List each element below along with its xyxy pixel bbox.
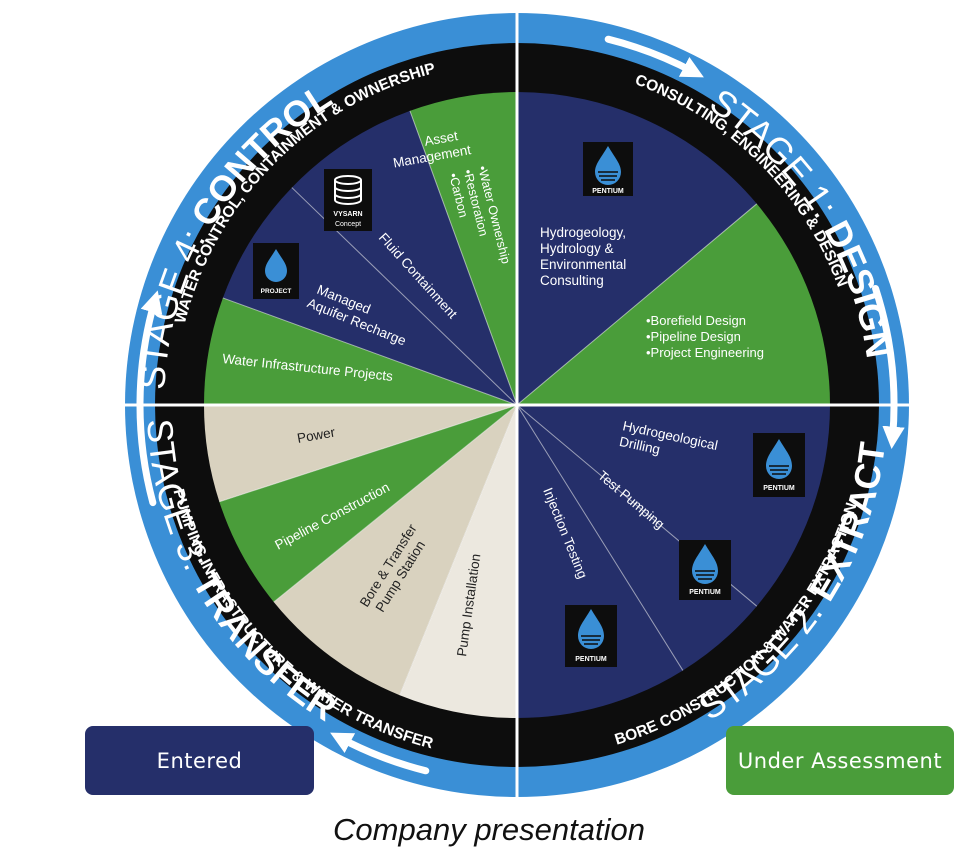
- wedge-water-infrastructure: [204, 297, 517, 405]
- database-icon: [334, 180, 362, 205]
- pentium-test-pumping-logo-1: PENTIUM: [679, 540, 731, 600]
- design-list: •Borefield Design •Pipeline Design •Proj…: [646, 313, 764, 360]
- svg-text:PENTIUM: PENTIUM: [689, 589, 721, 596]
- svg-text:VYSARN: VYSARN: [333, 211, 362, 218]
- pentium-water-logo: PENTIUM: [583, 142, 633, 196]
- caption: Company presentation: [333, 812, 645, 847]
- wedge-divider: [516, 203, 758, 406]
- wedge-divider: [516, 404, 684, 671]
- svg-text:PROJECT: PROJECT: [261, 288, 292, 295]
- wedge-design: [517, 203, 830, 405]
- wedge-managed-aquifer: [222, 187, 517, 405]
- wedge-pipeline-construction: [219, 405, 517, 602]
- water-drop-icon: [692, 544, 718, 584]
- wedge-asset-management: [409, 92, 517, 405]
- hydro-consulting-label: Hydrogeology, Hydrology & Environmental …: [540, 225, 630, 288]
- svg-text:PENTIUM: PENTIUM: [763, 485, 795, 492]
- wedge-hydro-drilling: [517, 405, 831, 607]
- svg-text:PENTIUM: PENTIUM: [592, 188, 624, 195]
- project-engineering-logo: PROJECT: [253, 243, 299, 299]
- pentium-hydro-logo: PENTIUM: [753, 433, 805, 497]
- vysarn-logo: VYSARN Concept: [324, 169, 372, 231]
- water-drop-icon: [265, 249, 287, 282]
- arrow-bottom-icon: [330, 732, 430, 775]
- arrow-right-icon: [872, 285, 905, 450]
- svg-text:Concept: Concept: [335, 221, 361, 228]
- pentium-test-pumping-logo-2: PENTIUM: [565, 605, 617, 667]
- wedge-pump-installation: [399, 405, 517, 718]
- wedge-bore-transfer: [273, 405, 517, 696]
- power-label: Power: [296, 424, 337, 446]
- wedge-injection-testing: [517, 405, 683, 718]
- wedge-divider: [273, 404, 518, 603]
- wedge-divider: [409, 110, 518, 406]
- wedge-divider: [399, 404, 518, 696]
- wedge-divider: [222, 297, 518, 406]
- legend-under-assessment: Under Assessment: [726, 726, 954, 795]
- legend-entered: Entered: [85, 726, 314, 795]
- svg-text:PENTIUM: PENTIUM: [575, 656, 607, 663]
- service-wedges: [204, 92, 831, 718]
- cycle-arrows: [136, 35, 905, 775]
- arrow-left-icon: [136, 290, 163, 507]
- wedge-test-pumping: [517, 405, 757, 671]
- water-drop-icon: [578, 609, 604, 649]
- wedge-divider: [219, 404, 518, 503]
- arrow-top-icon: [604, 35, 704, 78]
- wedge-power: [204, 405, 517, 502]
- water-drop-icon: [766, 439, 792, 479]
- wedge-hydro-consulting: [517, 92, 757, 405]
